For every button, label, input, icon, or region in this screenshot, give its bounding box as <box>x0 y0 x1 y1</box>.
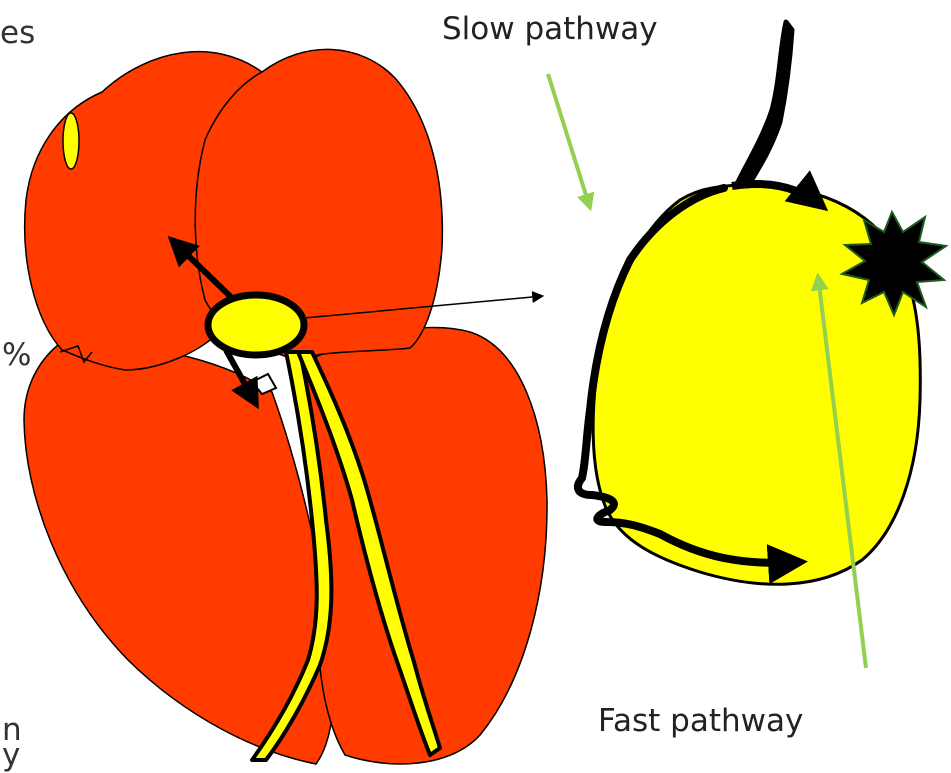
his-bundle-tail <box>736 22 792 186</box>
enlarged-av-node <box>578 22 946 584</box>
sinus-node <box>63 113 79 169</box>
cropped-text-bottom-2: y <box>2 740 20 771</box>
slow-pathway-label: Slow pathway <box>442 14 658 45</box>
heart <box>24 49 547 764</box>
cropped-text-top: es <box>0 18 35 49</box>
fast-pathway-label: Fast pathway <box>598 706 803 737</box>
av-node <box>208 295 304 355</box>
cropped-text-middle: % <box>2 340 31 371</box>
slow-pathway-pointer <box>548 74 590 208</box>
